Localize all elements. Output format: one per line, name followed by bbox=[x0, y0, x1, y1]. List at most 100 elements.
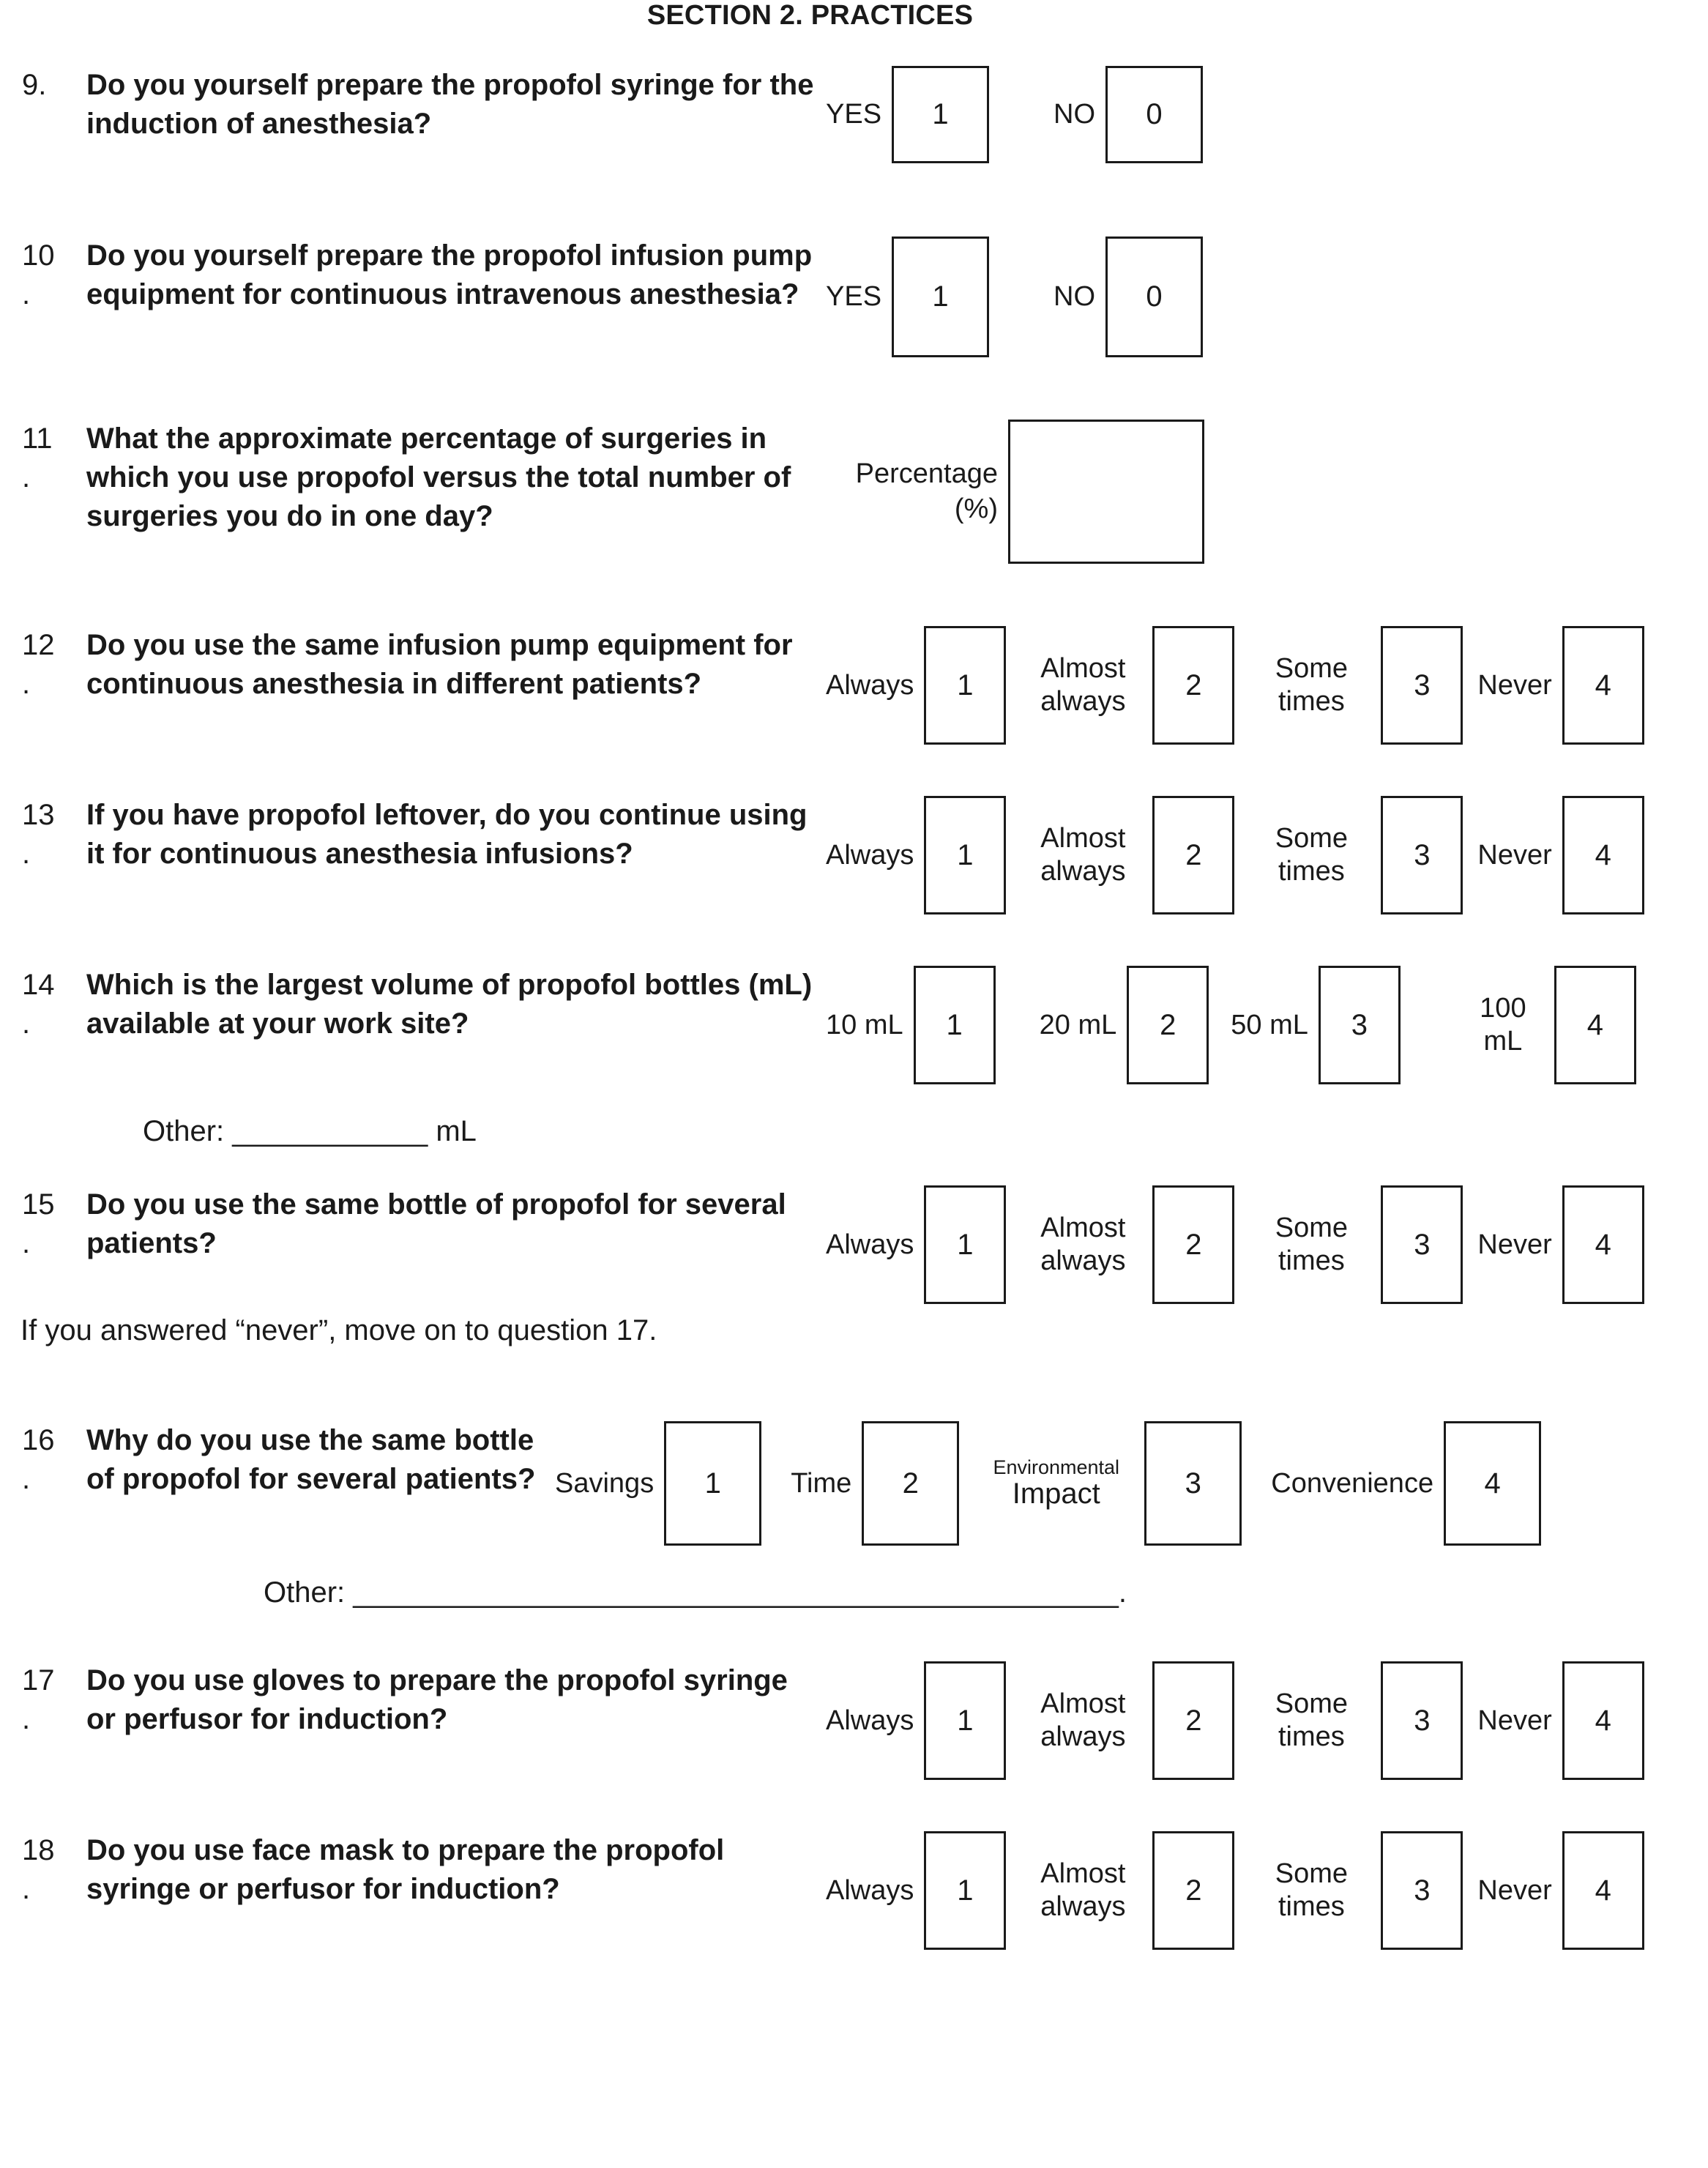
option-some-times-18[interactable]: Some times 3 bbox=[1249, 1831, 1463, 1950]
option-always-18[interactable]: Always 1 bbox=[826, 1831, 1007, 1950]
option-almost-always-18[interactable]: Almost always 2 bbox=[1021, 1831, 1235, 1950]
option-label-100ml: 100 mL bbox=[1480, 993, 1526, 1057]
option-label-always: Always bbox=[826, 839, 914, 871]
option-never-17[interactable]: Never 4 bbox=[1477, 1661, 1644, 1780]
option-always-17[interactable]: Always 1 bbox=[826, 1661, 1007, 1780]
option-box-always[interactable]: 1 bbox=[924, 1661, 1007, 1780]
option-box-10ml[interactable]: 1 bbox=[913, 966, 996, 1084]
question-number-15: 15 . bbox=[0, 1185, 86, 1263]
option-box-some-times[interactable]: 3 bbox=[1381, 626, 1463, 745]
option-some-times-17[interactable]: Some times 3 bbox=[1249, 1661, 1463, 1780]
question-number-18-dot: . bbox=[22, 1873, 31, 1906]
option-label-time: Time bbox=[791, 1467, 852, 1499]
option-yes-9[interactable]: YES 1 bbox=[826, 66, 990, 163]
option-box-almost-always[interactable]: 2 bbox=[1152, 1661, 1235, 1780]
option-almost-always-12[interactable]: Almost always 2 bbox=[1021, 626, 1235, 745]
option-box-always[interactable]: 1 bbox=[924, 626, 1007, 745]
question-row-16: 16 . Why do you use the same bottle of p… bbox=[0, 1421, 1708, 1546]
answer-options-9: YES 1 NO 0 bbox=[826, 66, 1708, 163]
question-row-11: 11 . What the approximate percentage of … bbox=[0, 420, 1708, 564]
option-label-percentage: Percentage (%) bbox=[826, 457, 1008, 526]
other-reason-line[interactable]: Other: _________________________________… bbox=[264, 1576, 1127, 1609]
option-box-almost-always[interactable]: 2 bbox=[1152, 626, 1235, 745]
option-box-yes[interactable]: 1 bbox=[892, 236, 990, 357]
question-number-10: 10 . bbox=[0, 236, 86, 314]
option-never-12[interactable]: Never 4 bbox=[1477, 626, 1644, 745]
option-box-always[interactable]: 1 bbox=[924, 796, 1007, 914]
option-box-no[interactable]: 0 bbox=[1105, 66, 1204, 163]
option-box-almost-always[interactable]: 2 bbox=[1152, 1185, 1235, 1304]
option-10ml-14[interactable]: 10 mL 1 bbox=[826, 966, 996, 1084]
option-label-never: Never bbox=[1477, 1229, 1552, 1260]
option-label-environmental-impact: Environmental Impact bbox=[974, 1456, 1144, 1510]
percentage-label-line2: (%) bbox=[954, 493, 998, 524]
option-box-never[interactable]: 4 bbox=[1562, 1831, 1644, 1950]
question-row-18: 18 . Do you use face mask to prepare the… bbox=[0, 1831, 1708, 1950]
option-box-50ml[interactable]: 3 bbox=[1318, 966, 1401, 1084]
option-box-some-times[interactable]: 3 bbox=[1381, 1831, 1463, 1950]
option-box-environmental-impact[interactable]: 3 bbox=[1144, 1421, 1242, 1546]
option-no-10[interactable]: NO 0 bbox=[1053, 236, 1204, 357]
question-text-14: Which is the largest volume of propofol … bbox=[86, 969, 813, 1040]
option-label-never: Never bbox=[1477, 1705, 1552, 1736]
option-some-times-15[interactable]: Some times 3 bbox=[1249, 1185, 1463, 1304]
question-text-16: Why do you use the same bottle of propof… bbox=[86, 1424, 536, 1496]
option-box-never[interactable]: 4 bbox=[1562, 796, 1644, 914]
option-yes-10[interactable]: YES 1 bbox=[826, 236, 990, 357]
option-savings-16[interactable]: Savings 1 bbox=[555, 1421, 762, 1546]
option-environmental-impact-16[interactable]: Environmental Impact 3 bbox=[974, 1421, 1242, 1546]
option-box-always[interactable]: 1 bbox=[924, 1185, 1007, 1304]
option-box-never[interactable]: 4 bbox=[1562, 1661, 1644, 1780]
percentage-input-box[interactable] bbox=[1008, 420, 1204, 564]
option-percentage-11[interactable]: Percentage (%) bbox=[826, 420, 1204, 564]
option-100ml-14[interactable]: 100 mL 4 bbox=[1459, 966, 1636, 1084]
option-box-almost-always[interactable]: 2 bbox=[1152, 796, 1235, 914]
option-label-20ml: 20 mL bbox=[1039, 1009, 1117, 1040]
question-number-13: 13 . bbox=[0, 796, 86, 873]
option-box-20ml[interactable]: 2 bbox=[1127, 966, 1209, 1084]
option-almost-always-15[interactable]: Almost always 2 bbox=[1021, 1185, 1235, 1304]
option-box-almost-always[interactable]: 2 bbox=[1152, 1831, 1235, 1950]
option-never-15[interactable]: Never 4 bbox=[1477, 1185, 1644, 1304]
option-no-9[interactable]: NO 0 bbox=[1053, 66, 1204, 163]
option-never-18[interactable]: Never 4 bbox=[1477, 1831, 1644, 1950]
option-some-times-13[interactable]: Some times 3 bbox=[1249, 796, 1463, 914]
option-box-some-times[interactable]: 3 bbox=[1381, 1185, 1463, 1304]
option-box-yes[interactable]: 1 bbox=[892, 66, 990, 163]
question-row-12: 12 . Do you use the same infusion pump e… bbox=[0, 626, 1708, 745]
option-box-never[interactable]: 4 bbox=[1562, 626, 1644, 745]
question-row-10: 10 . Do you yourself prepare the propofo… bbox=[0, 236, 1708, 357]
question-text-9: Do you yourself prepare the propofol syr… bbox=[86, 69, 814, 141]
option-box-convenience[interactable]: 4 bbox=[1444, 1421, 1542, 1546]
option-20ml-14[interactable]: 20 mL 2 bbox=[1040, 966, 1209, 1084]
answer-options-12: Always 1 Almost always 2 Some times 3 Ne… bbox=[826, 626, 1708, 745]
answer-options-13: Always 1 Almost always 2 Some times 3 Ne… bbox=[826, 796, 1708, 914]
option-box-savings[interactable]: 1 bbox=[664, 1421, 762, 1546]
option-convenience-16[interactable]: Convenience 4 bbox=[1271, 1421, 1542, 1546]
option-box-some-times[interactable]: 3 bbox=[1381, 796, 1463, 914]
option-box-time[interactable]: 2 bbox=[862, 1421, 960, 1546]
question-number-16-dot: . bbox=[22, 1463, 31, 1496]
option-box-never[interactable]: 4 bbox=[1562, 1185, 1644, 1304]
option-almost-always-17[interactable]: Almost always 2 bbox=[1021, 1661, 1235, 1780]
option-box-always[interactable]: 1 bbox=[924, 1831, 1007, 1950]
option-always-13[interactable]: Always 1 bbox=[826, 796, 1007, 914]
question-text-17: Do you use gloves to prepare the propofo… bbox=[86, 1664, 788, 1736]
other-volume-line[interactable]: Other: ____________ mL bbox=[143, 1115, 477, 1147]
question-number-18: 18 . bbox=[0, 1831, 86, 1909]
option-always-15[interactable]: Always 1 bbox=[826, 1185, 1007, 1304]
option-label-no: NO bbox=[1053, 99, 1096, 130]
option-box-no[interactable]: 0 bbox=[1105, 236, 1204, 357]
option-some-times-12[interactable]: Some times 3 bbox=[1249, 626, 1463, 745]
option-box-100ml[interactable]: 4 bbox=[1554, 966, 1636, 1084]
option-50ml-14[interactable]: 50 mL 3 bbox=[1231, 966, 1401, 1084]
question-number-11-dot: . bbox=[22, 461, 31, 494]
question-number-17-dot: . bbox=[22, 1703, 31, 1736]
option-box-some-times[interactable]: 3 bbox=[1381, 1661, 1463, 1780]
option-never-13[interactable]: Never 4 bbox=[1477, 796, 1644, 914]
option-time-16[interactable]: Time 2 bbox=[791, 1421, 960, 1546]
option-always-12[interactable]: Always 1 bbox=[826, 626, 1007, 745]
option-label-always: Always bbox=[826, 669, 914, 701]
option-almost-always-13[interactable]: Almost always 2 bbox=[1021, 796, 1235, 914]
option-label-never: Never bbox=[1477, 1874, 1552, 1906]
